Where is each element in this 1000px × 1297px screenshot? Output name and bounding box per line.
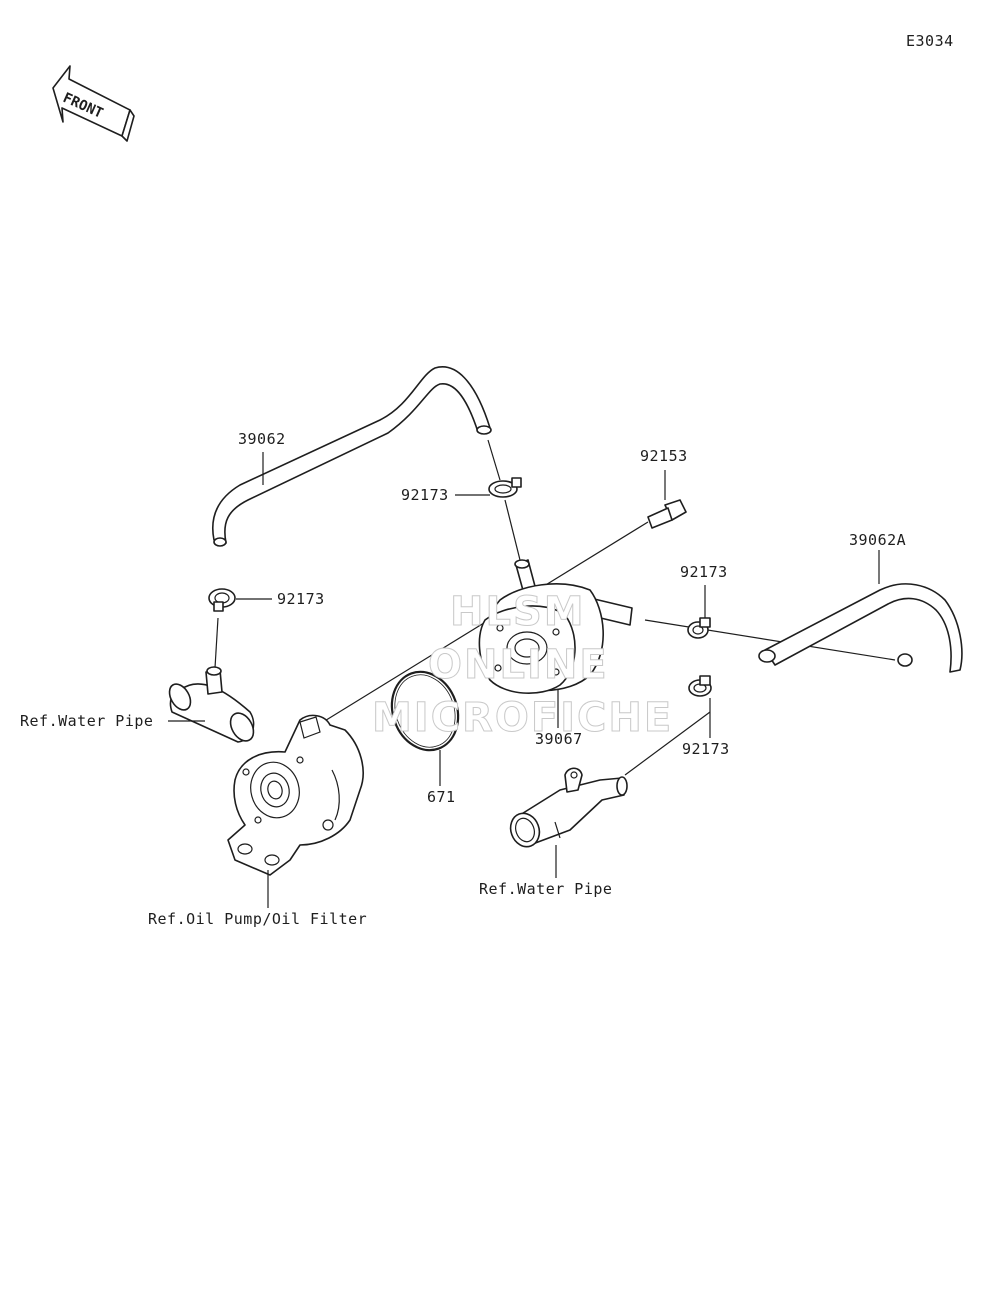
watermark-line-1: HLSM (450, 589, 586, 635)
clamp-left (208, 588, 236, 612)
water-pipe-left (168, 666, 255, 743)
oil-cooler-39067 (478, 559, 633, 695)
o-ring-671 (390, 670, 460, 752)
callout-bolt: 92153 (640, 447, 688, 465)
bolt-92153 (647, 499, 687, 529)
watermark-line-3: MICROFICHE (371, 695, 674, 741)
clamp-upper (488, 477, 522, 498)
callout-water-pipe-left: Ref.Water Pipe (20, 712, 154, 730)
callout-water-pipe-bottom: Ref.Water Pipe (479, 880, 613, 898)
water-pipe-bottom (509, 767, 628, 848)
callout-hose-left: 39062 (238, 430, 286, 448)
callout-clamp-left: 92173 (277, 590, 325, 608)
axis-line-right (644, 619, 896, 661)
hose-39062A (758, 583, 963, 673)
callout-clamp-right-upper: 92173 (680, 563, 728, 581)
callout-clamp-right-lower: 92173 (682, 740, 730, 758)
axis-line-bottom-right (624, 711, 711, 776)
front-arrow-icon: FRONT (52, 65, 135, 142)
diagram-code: E3034 (906, 32, 954, 50)
oil-pump-housing (227, 714, 364, 876)
callout-clamp-upper: 92173 (401, 486, 449, 504)
clamp-right-lower (688, 675, 712, 697)
assembly-axis-line (309, 521, 649, 731)
clamp-right-upper (687, 617, 711, 639)
callout-hose-right: 39062A (849, 531, 907, 549)
callout-oil-pump: Ref.Oil Pump/Oil Filter (148, 910, 368, 928)
callout-oil-cooler: 39067 (535, 730, 583, 748)
hose-39062 (211, 366, 492, 547)
watermark-line-2: ONLINE (428, 642, 609, 688)
callout-o-ring: 671 (427, 788, 456, 806)
axis-line-top (487, 439, 501, 481)
axis-line-left (214, 617, 219, 669)
axis-line-top-2 (504, 499, 521, 561)
